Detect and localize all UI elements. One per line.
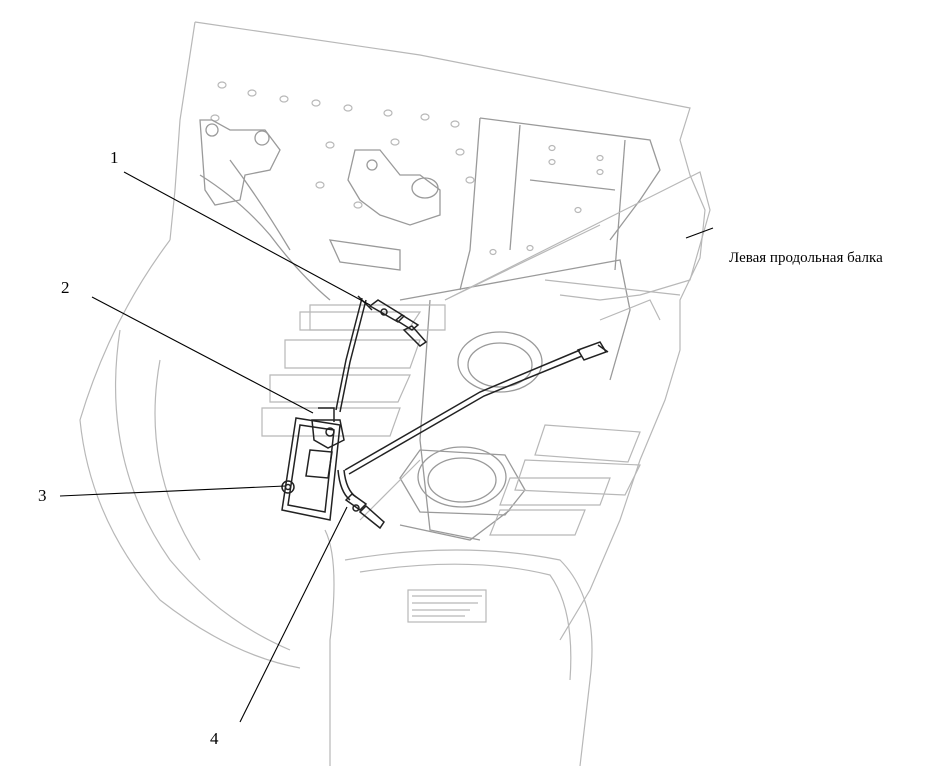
- callout-4: 4: [210, 729, 219, 748]
- control-unit-2: [281, 407, 345, 521]
- callout-2: 2: [61, 278, 70, 297]
- hatch-plates: [261, 171, 711, 536]
- sensor-4: [337, 341, 609, 530]
- plate-holes: [210, 81, 604, 256]
- name-plate: [407, 589, 487, 623]
- chassis-outline: [79, 21, 706, 766]
- cross-member: [199, 117, 661, 541]
- beam-label: Левая продольная балка: [729, 250, 883, 266]
- round-ports: [399, 331, 543, 516]
- leader-lines: [59, 171, 714, 723]
- callout-3: 3: [38, 486, 47, 505]
- mounting-bolt-3: [281, 480, 295, 494]
- sensor-1: [335, 295, 428, 413]
- callout-1: 1: [110, 148, 119, 167]
